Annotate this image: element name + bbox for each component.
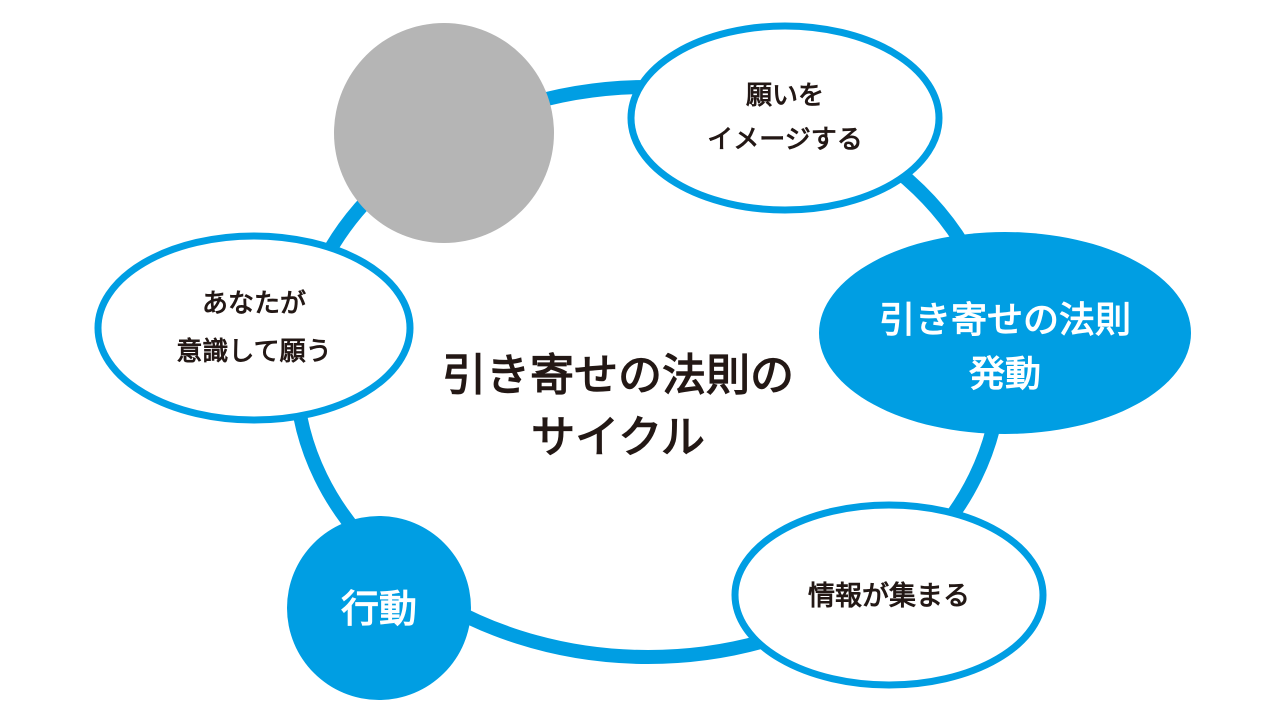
node-wish-shape	[94, 232, 414, 424]
node-imagine: 願いを イメージする	[627, 22, 943, 214]
node-info-shape	[731, 501, 1047, 689]
node-action-line1: 行動	[341, 587, 417, 631]
node-law-line2: 発動	[969, 354, 1041, 395]
node-info: 情報が集まる	[731, 501, 1047, 689]
title-line1: 引き寄せの法則の	[442, 350, 794, 401]
node-wish-line2: 意識して願う	[176, 336, 331, 367]
node-wish-line1: あなたが	[202, 288, 306, 319]
node-action: 行動	[287, 516, 471, 700]
node-action-shape	[287, 516, 471, 700]
title-line2: サイクル	[531, 412, 705, 463]
placeholder-circle	[334, 23, 554, 243]
diagram-title: 引き寄せの法則の サイクル	[442, 350, 794, 463]
node-law-line1: 引き寄せの法則	[879, 300, 1131, 341]
node-imagine-line2: イメージする	[707, 125, 862, 155]
node-law-shape	[819, 232, 1191, 434]
node-imagine-shape	[627, 22, 943, 214]
node-law: 引き寄せの法則 発動	[819, 232, 1191, 434]
node-imagine-line1: 願いを	[746, 81, 824, 111]
node-info-line1: 情報が集まる	[808, 580, 970, 612]
node-wish: あなたが 意識して願う	[94, 232, 414, 424]
